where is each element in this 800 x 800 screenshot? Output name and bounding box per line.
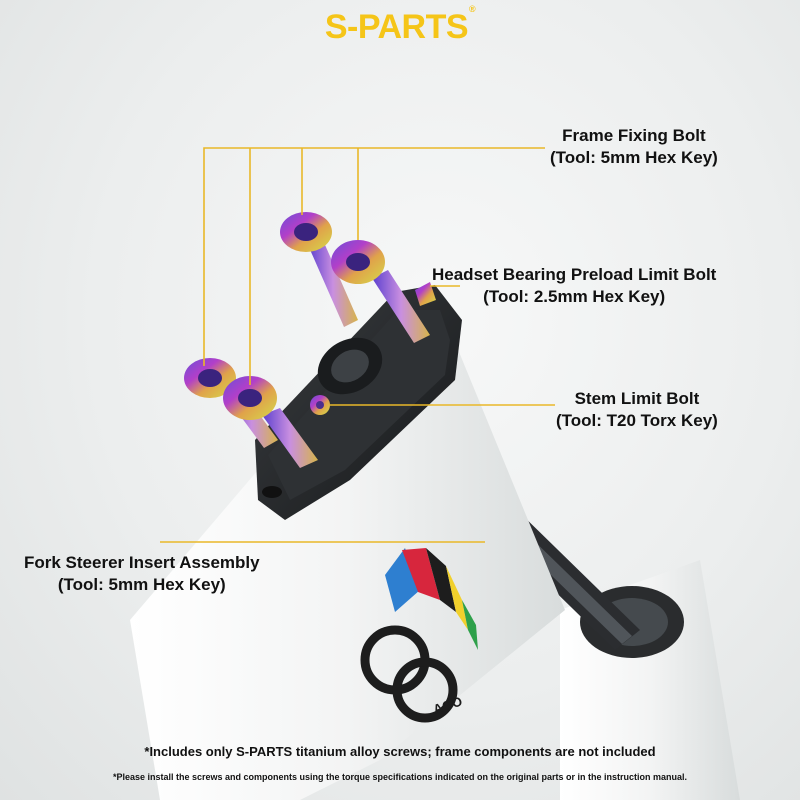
callout-frame-fixing-bolt: Frame Fixing Bolt (Tool: 5mm Hex Key) <box>550 125 718 169</box>
install-note: *Please install the screws and component… <box>112 772 688 782</box>
brand-logo: S-PARTS® <box>0 4 800 47</box>
callout-title: Headset Bearing Preload Limit Bolt <box>432 265 717 284</box>
callout-headset-preload-bolt: Headset Bearing Preload Limit Bolt (Tool… <box>432 264 716 308</box>
callout-tool: (Tool: 5mm Hex Key) <box>550 148 718 167</box>
callout-tool: (Tool: 5mm Hex Key) <box>57 575 226 594</box>
callout-stem-limit-bolt: Stem Limit Bolt (Tool: T20 Torx Key) <box>556 388 718 432</box>
callout-fork-steerer-insert: Fork Steerer Insert Assembly (Tool: 5mm … <box>24 552 260 596</box>
callout-title: Stem Limit Bolt <box>574 389 700 408</box>
callout-tool: (Tool: 2.5mm Hex Key) <box>483 287 666 306</box>
brand-name: S-PARTS <box>324 8 469 46</box>
callout-tool: (Tool: T20 Torx Key) <box>556 411 718 430</box>
callout-title: Fork Steerer Insert Assembly <box>24 553 260 572</box>
callout-title: Frame Fixing Bolt <box>562 126 706 145</box>
registered-mark: ® <box>469 3 476 14</box>
leader-lines <box>160 147 555 543</box>
included-note: *Includes only S-PARTS titanium alloy sc… <box>144 744 656 759</box>
